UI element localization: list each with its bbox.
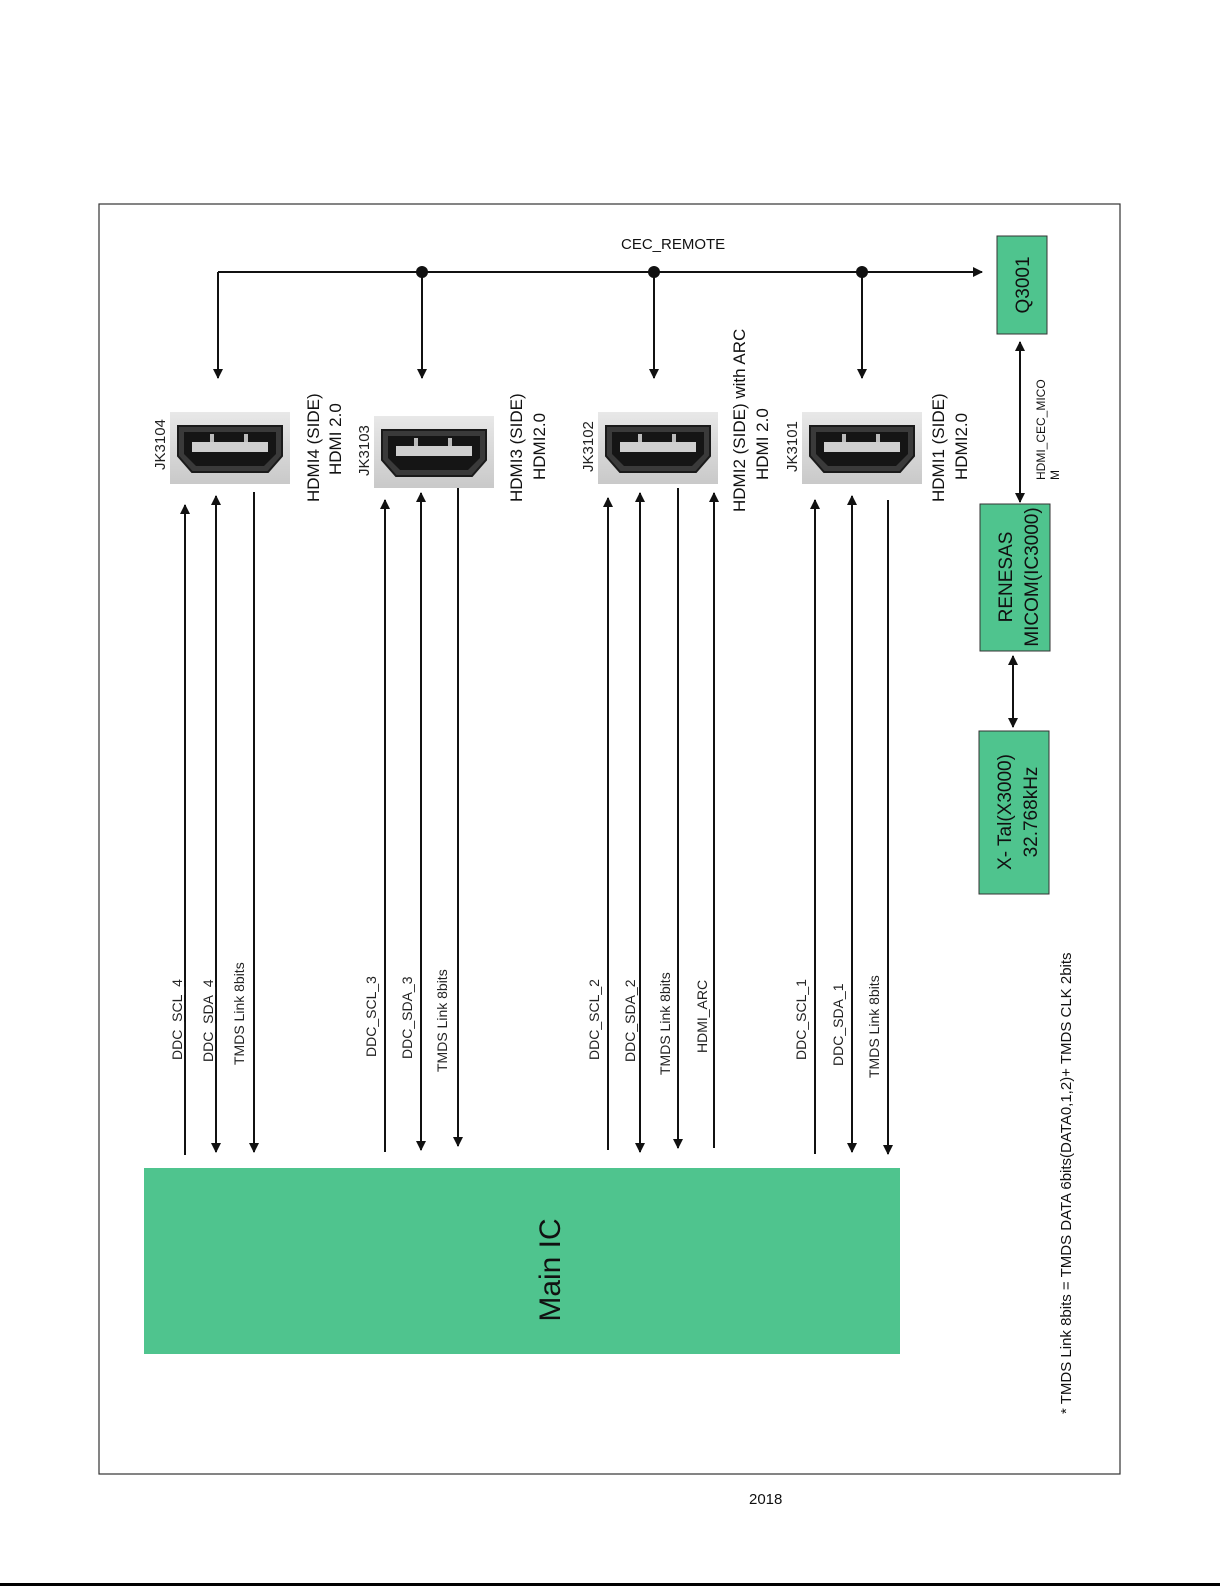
micom-label-1: RENESAS — [996, 532, 1017, 623]
xtal-label-2: 32.768kHz — [1021, 767, 1042, 858]
hdmi3-caption-2: HDMI2.0 — [530, 413, 549, 480]
hdmi3-sda-label: DDC_SDA_3 — [399, 976, 415, 1059]
hdmi1-caption-2: HDMI2.0 — [952, 413, 971, 480]
hdmi2-tmds-label: TMDS Link 8bits — [657, 972, 673, 1075]
hdmi2-scl-label: DDC_SCL_2 — [586, 979, 602, 1060]
hdmi-cec-micom-label-2: M — [1048, 470, 1062, 480]
hdmi1-scl-label: DDC_SCL_1 — [793, 979, 809, 1060]
hdmi4-sda-label: DDC_SDA_4 — [200, 979, 216, 1062]
hdmi2-caption-2: HDMI 2.0 — [753, 408, 772, 480]
q3001-label: Q3001 — [1013, 256, 1034, 313]
hdmi3-jack-image — [373, 415, 495, 489]
hdmi3-jack-ref: JK3103 — [356, 425, 373, 476]
xtal-label-1: X- Tal(X3000) — [995, 754, 1016, 870]
hdmi2-jack-image — [597, 411, 719, 485]
hdmi4-caption-2: HDMI 2.0 — [326, 403, 345, 475]
hdmi1-tmds-label: TMDS Link 8bits — [866, 975, 882, 1078]
hdmi2-caption-1: HDMI2 (SIDE) with ARC — [730, 329, 749, 512]
hdmi3-tmds-label: TMDS Link 8bits — [434, 969, 450, 1072]
hdmi1-jack-image — [801, 411, 923, 485]
micom-label-2: MICOM(IC3000) — [1022, 507, 1043, 646]
micom-box — [979, 503, 1051, 652]
hdmi2-jack-ref: JK3102 — [580, 421, 597, 472]
junction-dot — [856, 266, 868, 278]
hdmi-cec-micom-label: HDMI_CEC_MICO — [1034, 379, 1048, 480]
footer-year: 2018 — [749, 1491, 783, 1508]
q3001-box — [996, 235, 1048, 335]
junction-dot — [648, 266, 660, 278]
hdmi1-caption-1: HDMI1 (SIDE) — [929, 393, 948, 502]
hdmi4-tmds-label: TMDS Link 8bits — [231, 962, 247, 1065]
main-ic-box — [144, 1168, 900, 1354]
hdmi4-jack-ref: JK3104 — [152, 419, 169, 470]
cec-remote-label: CEC_REMOTE — [621, 236, 725, 253]
hdmi3-scl-label: DDC_SCL_3 — [363, 976, 379, 1057]
hdmi1-sda-label: DDC_SDA_1 — [830, 983, 846, 1066]
footnote: * TMDS Link 8bits = TMDS DATA 6bits(DATA… — [1058, 952, 1075, 1414]
main-ic-label: Main IC — [534, 1218, 567, 1321]
hdmi1-jack-ref: JK3101 — [784, 421, 801, 472]
hdmi3-caption-1: HDMI3 (SIDE) — [507, 393, 526, 502]
hdmi4-caption-1: HDMI4 (SIDE) — [304, 393, 323, 502]
bottom-rule — [0, 1583, 1220, 1586]
hdmi4-jack-image — [169, 411, 291, 485]
xtal-box — [978, 730, 1050, 895]
hdmi2-arc-label: HDMI_ARC — [694, 980, 710, 1053]
hdmi2-sda-label: DDC_SDA_2 — [622, 979, 638, 1062]
junction-dot — [416, 266, 428, 278]
outer-frame — [98, 203, 1121, 1475]
hdmi4-scl-label: DDC_SCL_4 — [169, 979, 185, 1060]
